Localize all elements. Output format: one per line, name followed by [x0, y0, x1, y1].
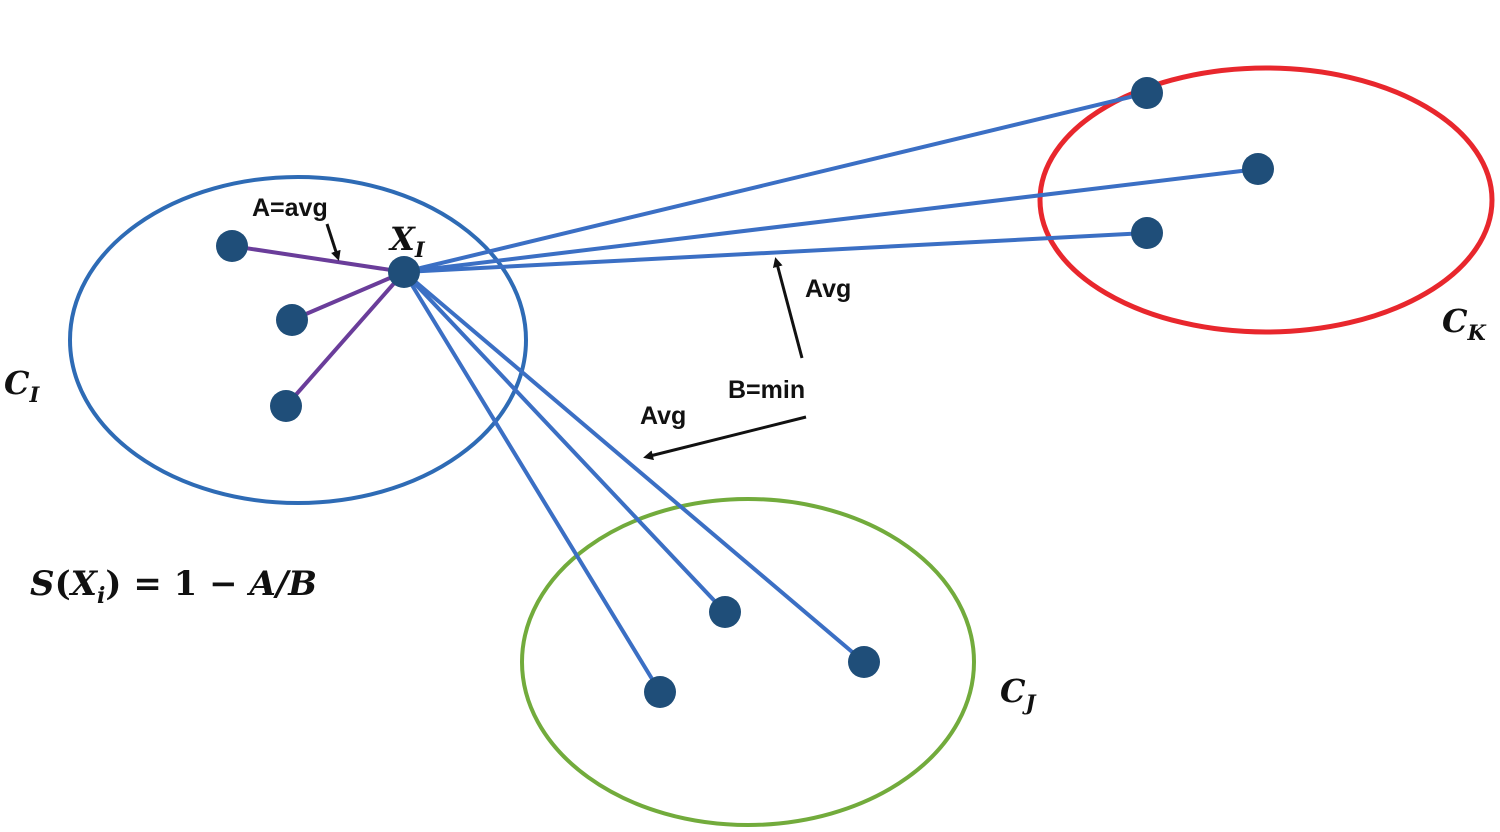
arrow-avg-k [772, 257, 804, 359]
label-b-min: B=min [728, 376, 805, 404]
intra-line [231, 244, 405, 274]
inter-line [403, 167, 1259, 274]
point-xi [388, 256, 420, 288]
intra-line [284, 270, 406, 408]
point-cj [644, 676, 676, 708]
inter-line [402, 270, 727, 614]
point-ck [1131, 77, 1163, 109]
cluster-ci-ellipse [68, 175, 528, 505]
inter-line [402, 270, 662, 694]
label-ci: CI [4, 364, 40, 407]
point-ck [1131, 217, 1163, 249]
inter-line [403, 91, 1148, 274]
label-a-avg: A=avg [252, 194, 328, 222]
intra-line [291, 270, 405, 322]
points [216, 77, 1274, 708]
point-ci [270, 390, 302, 422]
cluster-ck-ellipse [1037, 65, 1495, 335]
label-ck: CK [1442, 302, 1486, 345]
point-ck [1242, 153, 1274, 185]
cluster-cj-ellipse [520, 497, 976, 827]
point-cj [848, 646, 880, 678]
inter-line [403, 231, 1148, 274]
inter-line [402, 270, 866, 664]
point-ci [276, 304, 308, 336]
lines-to-ck [403, 91, 1259, 274]
arrow-a-avg [325, 223, 341, 261]
label-avg-k: Avg [805, 275, 851, 303]
lines-to-cj [402, 270, 866, 694]
silhouette-formula: S(Xi) = 1 − A/B [30, 564, 317, 609]
label-xi: XI [388, 220, 426, 262]
intra-cluster-lines [231, 244, 406, 408]
label-cj: CJ [1000, 672, 1037, 715]
point-ci [216, 230, 248, 262]
point-cj [709, 596, 741, 628]
label-avg-j: Avg [640, 402, 686, 430]
arrow-avg-j [643, 415, 807, 461]
